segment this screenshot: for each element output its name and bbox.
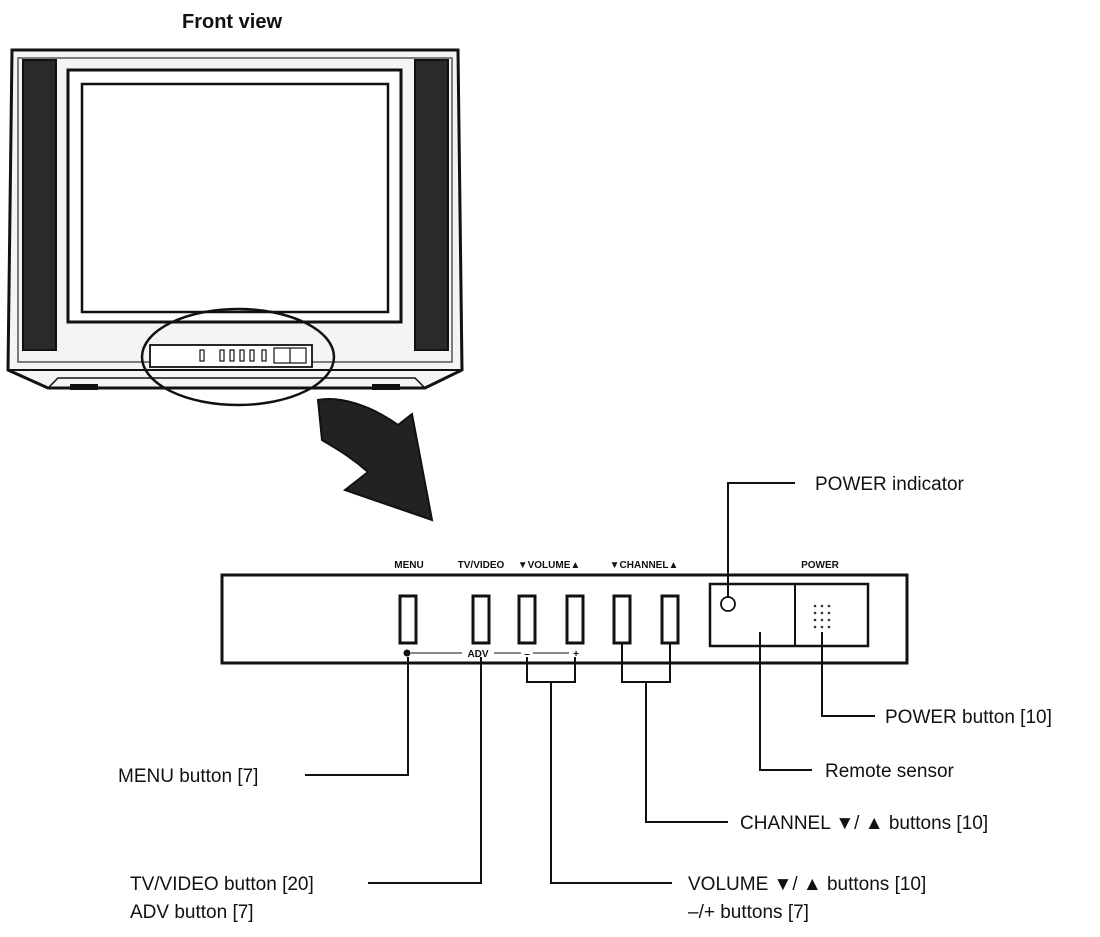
- panel-label-volume: ▼VOLUME▲: [518, 560, 581, 571]
- volume-up-button[interactable]: [565, 594, 585, 645]
- callout-remote-sensor: Remote sensor: [825, 761, 955, 782]
- callout-channel-buttons: CHANNEL ▼/ ▲ buttons [10]: [740, 813, 988, 834]
- magnifier-ellipse: [140, 307, 336, 407]
- callout-power-indicator: POWER indicator: [815, 474, 965, 495]
- channel-down-button[interactable]: [612, 594, 632, 645]
- channel-up-button[interactable]: [660, 594, 680, 645]
- power-button[interactable]: [813, 604, 831, 629]
- leader-lines: [305, 482, 875, 884]
- callout-adv-button: ADV button [7]: [130, 902, 254, 923]
- callout-power-button: POWER button [10]: [885, 707, 1052, 728]
- panel-label-tv-video: TV/VIDEO: [458, 560, 505, 571]
- panel-label-power: POWER: [801, 560, 840, 571]
- callout-minus-plus-buttons: –/+ buttons [7]: [688, 902, 809, 923]
- control-panel-enlarged: MENU TV/VIDEO ▼VOLUME▲ ▼CHANNEL▲ POWER A…: [220, 560, 909, 665]
- callout-volume-buttons: VOLUME ▼/ ▲ buttons [10]: [688, 874, 926, 895]
- power-indicator-led: [720, 596, 736, 612]
- panel-label-minus: –: [524, 649, 530, 660]
- page-title: Front view: [182, 11, 282, 33]
- power-section: [708, 582, 870, 648]
- panel-label-adv: ADV: [467, 649, 488, 660]
- panel-label-channel: ▼CHANNEL▲: [610, 560, 679, 571]
- volume-down-button[interactable]: [517, 594, 537, 645]
- right-speaker-grille: [414, 59, 449, 351]
- panel-label-plus: +: [573, 649, 579, 660]
- left-speaker-grille: [22, 59, 57, 351]
- callout-tv-video-button: TV/VIDEO button [20]: [130, 874, 314, 895]
- menu-button[interactable]: [398, 594, 418, 645]
- panel-label-menu: MENU: [394, 560, 423, 571]
- tv-illustration: [6, 48, 464, 407]
- zoom-arrow: [316, 398, 434, 522]
- mini-control-panel: [149, 344, 313, 368]
- tv-video-button[interactable]: [471, 594, 491, 645]
- callout-menu-button: MENU button [7]: [118, 766, 258, 787]
